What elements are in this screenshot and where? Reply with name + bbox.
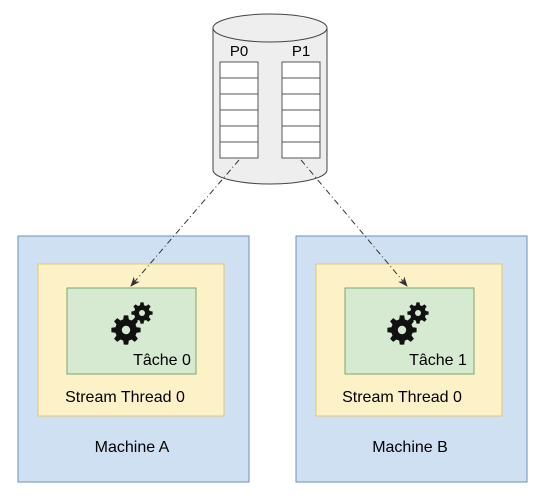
partition-p1: [281, 61, 321, 159]
arrow-p1-to-task-1: [300, 159, 408, 287]
machine-a: Tâche 0 Stream Thread 0 Machine A: [17, 235, 250, 483]
machine-b-label: Machine B: [372, 439, 448, 456]
partition-label-p0: P0: [230, 43, 248, 60]
machine-a-label: Machine A: [95, 439, 170, 456]
database-cylinder: P0 P1: [212, 13, 328, 185]
partition-p0: [219, 61, 259, 159]
partition-label-p1: P1: [292, 43, 310, 60]
cylinder-top: [212, 13, 328, 43]
machine-b: Tâche 1 Stream Thread 0 Machine B: [295, 235, 528, 483]
task-a-label: Tâche 0: [133, 352, 191, 369]
stream-thread-b-label: Stream Thread 0: [342, 389, 462, 406]
arrow-p0-to-task-0: [130, 159, 240, 287]
task-b-label: Tâche 1: [409, 352, 467, 369]
stream-thread-a-label: Stream Thread 0: [65, 389, 185, 406]
